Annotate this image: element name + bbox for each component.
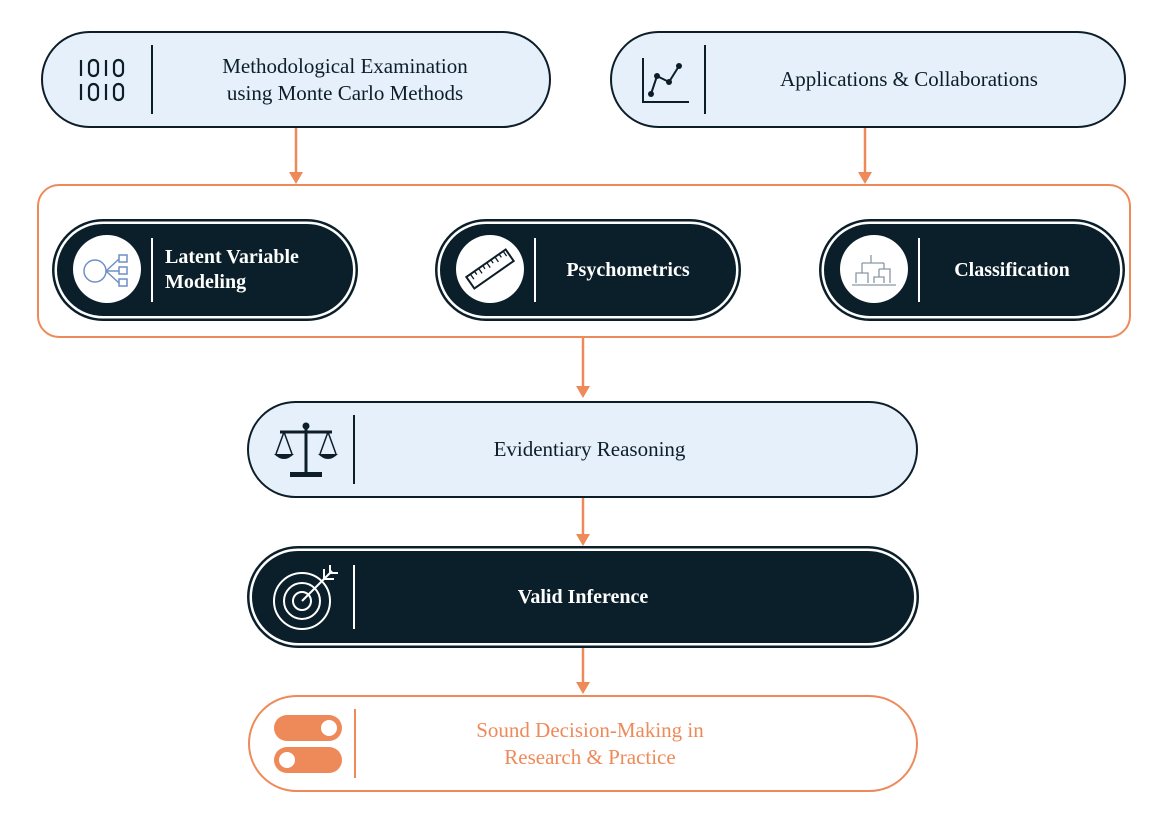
node-applications-collaborations: Applications & Collaborations bbox=[610, 31, 1126, 128]
arrow-valid-to-sound bbox=[576, 646, 590, 694]
node-valid-inference: Valid Inference bbox=[252, 551, 914, 643]
arrow-methodological-to-group bbox=[289, 128, 303, 184]
arrow-evidentiary-to-valid bbox=[576, 498, 590, 546]
arrow-group-to-evidentiary bbox=[576, 338, 590, 398]
network-diagram-icon bbox=[73, 235, 141, 303]
line-chart-icon bbox=[638, 53, 694, 109]
node-classification: Classification bbox=[824, 224, 1120, 316]
balance-scale-icon bbox=[271, 418, 341, 482]
node-classification-label: Classification bbox=[954, 258, 1070, 281]
target-arrow-icon bbox=[268, 559, 344, 635]
node-applications-label: Applications & Collaborations bbox=[780, 67, 1038, 92]
binary-code-icon bbox=[73, 51, 133, 109]
node-latent-variable-modeling: Latent Variable Modeling bbox=[57, 224, 353, 316]
node-sound-label: Sound Decision-Making in Research & Prac… bbox=[476, 718, 704, 769]
node-evidentiary-label: Evidentiary Reasoning bbox=[493, 437, 686, 462]
ruler-icon bbox=[456, 235, 524, 303]
node-methodological-label: Methodological Examination using Monte C… bbox=[222, 54, 468, 105]
node-psychometrics: Psychometrics bbox=[440, 224, 736, 316]
node-latent-label: Latent Variable Modeling bbox=[165, 246, 299, 293]
node-evidentiary-reasoning: Evidentiary Reasoning bbox=[247, 401, 918, 498]
arrow-applications-to-group bbox=[858, 128, 872, 184]
node-sound-decision-making: Sound Decision-Making in Research & Prac… bbox=[248, 695, 918, 792]
node-psychometrics-label: Psychometrics bbox=[566, 258, 690, 281]
dendrogram-icon bbox=[840, 235, 908, 303]
node-methodological-examination: Methodological Examination using Monte C… bbox=[41, 31, 551, 128]
toggle-switch-icon bbox=[274, 713, 344, 775]
node-valid-label: Valid Inference bbox=[517, 585, 649, 608]
middle-group-box bbox=[37, 184, 1131, 338]
